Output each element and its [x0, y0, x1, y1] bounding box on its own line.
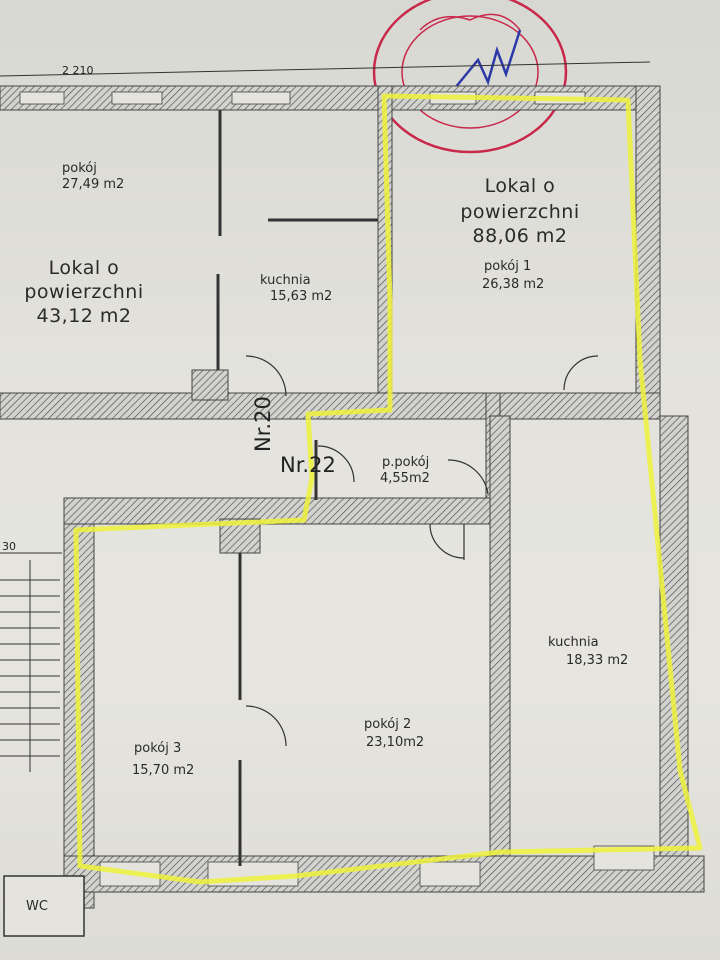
svg-text:18,33 m2: 18,33 m2: [566, 653, 628, 668]
label-apartment-88: Lokal o powierzchni 88,06 m2: [460, 175, 579, 247]
svg-text:pokój: pokój: [62, 161, 97, 176]
stamp-seal: [372, 0, 568, 154]
svg-text:4,55m2: 4,55m2: [380, 471, 430, 486]
svg-text:23,10m2: 23,10m2: [366, 735, 424, 750]
svg-text:Lokal o: Lokal o: [485, 175, 556, 197]
unit-number-20: Nr.20: [251, 396, 275, 452]
label-p-pokoj: p.pokój 4,55m2: [380, 455, 430, 486]
label-kuchnia-left: kuchnia 15,63 m2: [260, 273, 332, 304]
svg-text:powierzchni: powierzchni: [24, 281, 143, 303]
label-wc: WC: [26, 899, 48, 914]
svg-text:26,38 m2: 26,38 m2: [482, 277, 544, 292]
signature: [454, 29, 522, 89]
svg-text:27,49 m2: 27,49 m2: [62, 177, 124, 192]
svg-text:pokój 1: pokój 1: [484, 259, 531, 274]
stairs: [0, 560, 60, 772]
walls: [0, 85, 705, 909]
partitions: [216, 110, 378, 866]
highlight-outline: [73, 93, 703, 885]
svg-text:43,12 m2: 43,12 m2: [36, 305, 131, 327]
label-pokoj-top-left: pokój 27,49 m2: [62, 161, 124, 192]
svg-text:pokój 2: pokój 2: [364, 717, 411, 732]
dimension-left: 30: [2, 540, 16, 553]
label-pokoj-1: pokój 1 26,38 m2: [482, 259, 544, 292]
wc-box: [3, 875, 85, 937]
svg-text:15,63 m2: 15,63 m2: [270, 289, 332, 304]
doors: [245, 355, 599, 747]
svg-text:88,06 m2: 88,06 m2: [472, 225, 567, 247]
svg-text:kuchnia: kuchnia: [548, 635, 599, 650]
svg-text:p.pokój: p.pokój: [382, 455, 429, 470]
label-apartment-43: Lokal o powierzchni 43,12 m2: [24, 257, 143, 327]
svg-text:Lokal o: Lokal o: [49, 257, 120, 279]
svg-text:15,70 m2: 15,70 m2: [132, 763, 194, 778]
label-pokoj-3: pokój 3 15,70 m2: [132, 741, 194, 778]
label-kuchnia-right: kuchnia 18,33 m2: [548, 635, 628, 668]
dimension-top: 2 210: [62, 64, 94, 77]
dimension-line-top: [0, 61, 651, 77]
label-pokoj-2: pokój 2 23,10m2: [364, 717, 424, 750]
svg-text:powierzchni: powierzchni: [460, 201, 579, 223]
svg-text:pokój 3: pokój 3: [134, 741, 181, 756]
unit-number-22: Nr.22: [280, 453, 336, 477]
svg-text:kuchnia: kuchnia: [260, 273, 311, 288]
